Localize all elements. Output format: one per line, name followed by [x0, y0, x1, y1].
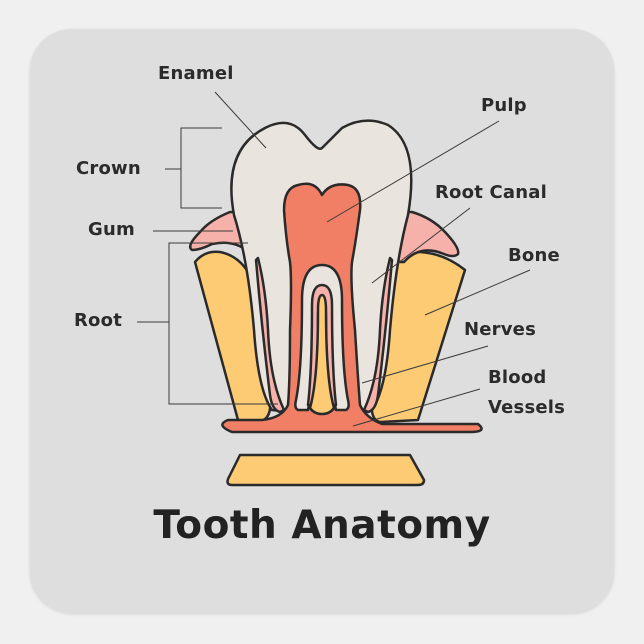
bracket-root: [168, 242, 278, 405]
pointer-blood-vessels: [352, 388, 481, 427]
bracket-crown: [180, 127, 222, 209]
label-root-canal: Root Canal: [435, 182, 547, 203]
label-vessels: Vessels: [488, 397, 566, 418]
label-gum: Gum: [88, 219, 135, 240]
pointer-root-canal: [371, 207, 471, 284]
pointer-enamel: [214, 91, 267, 149]
label-blood: Blood: [488, 367, 547, 388]
label-nerves: Nerves: [464, 319, 537, 340]
pulp-chamber: [221, 182, 483, 434]
pointer-nerves: [361, 345, 489, 384]
label-pulp: Pulp: [481, 95, 527, 116]
jaw-bone-base: [226, 453, 426, 487]
pointer-pulp: [326, 120, 500, 223]
label-bone: Bone: [508, 245, 560, 266]
bone-center: [308, 293, 336, 416]
pointer-bone: [424, 269, 531, 316]
diagram-title: Tooth Anatomy: [153, 503, 491, 548]
label-root: Root: [74, 310, 122, 331]
gum-lining-left: [254, 256, 286, 414]
gum-lining-right: [362, 256, 394, 414]
label-enamel: Enamel: [158, 63, 234, 84]
gum-right: [390, 210, 460, 264]
label-crown: Crown: [76, 158, 141, 179]
